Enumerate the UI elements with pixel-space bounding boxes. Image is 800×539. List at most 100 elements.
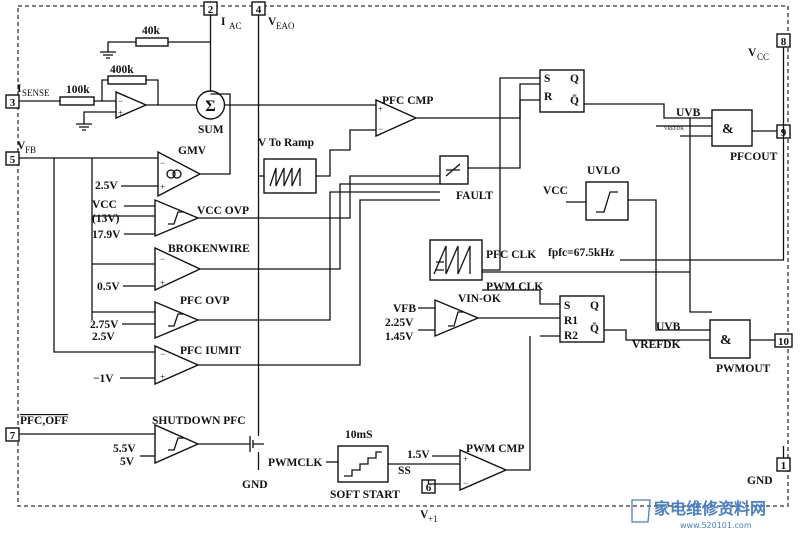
- svg-text:100k: 100k: [66, 84, 90, 96]
- svg-text:−: −: [160, 349, 165, 359]
- brokenwire-comparator: − + BROKENWIRE 0.5V: [97, 183, 440, 293]
- svg-text:CC: CC: [757, 52, 769, 62]
- svg-text:400k: 400k: [110, 64, 134, 76]
- svg-text:1.5V: 1.5V: [407, 449, 430, 461]
- svg-text:&: &: [722, 122, 734, 137]
- svg-text:−: −: [160, 254, 165, 264]
- svg-text:−: −: [118, 96, 123, 106]
- svg-text:+: +: [118, 108, 123, 118]
- svg-text:Q: Q: [570, 73, 579, 85]
- svg-text:PFC,OFF: PFC,OFF: [20, 415, 68, 427]
- svg-text:PWM CLK: PWM CLK: [486, 281, 543, 293]
- svg-text:AC: AC: [229, 21, 242, 31]
- pin-7: 7 PFC,OFF: [5, 415, 68, 442]
- svg-text:(13V): (13V): [92, 213, 120, 225]
- svg-text:GMV: GMV: [178, 145, 207, 157]
- pin-8: 8 V CC: [748, 33, 791, 62]
- shutdown-pfc-comparator: SHUTDOWN PFC 5.5V 5V GND: [19, 415, 268, 491]
- vcc-rail: [620, 47, 785, 261]
- svg-text:+: +: [160, 182, 165, 192]
- resistor-100k: [59, 96, 95, 106]
- svg-text:2: 2: [208, 4, 214, 16]
- svg-text:VCC OVP: VCC OVP: [197, 205, 249, 217]
- svg-text:VIN-OK: VIN-OK: [458, 293, 501, 305]
- pfc-ilimit-comparator: − + PFC IUMIT −1V: [93, 199, 440, 386]
- svg-text:Q̄: Q̄: [570, 94, 579, 107]
- vcc-ovp-comparator: VCC OVP VCC (13V) 17.9V: [92, 175, 440, 241]
- pwm-cmp: + − PWM CMP 1.5V: [407, 336, 531, 492]
- svg-text:FB: FB: [25, 145, 36, 155]
- svg-text:SOFT START: SOFT START: [330, 489, 400, 501]
- svg-text:2.25V: 2.25V: [385, 317, 414, 329]
- pfc-latch: S R Q Q̄: [478, 69, 712, 271]
- svg-text:PFC IUMIT: PFC IUMIT: [180, 345, 241, 357]
- svg-text:fpfc=67.5kHz: fpfc=67.5kHz: [548, 247, 614, 259]
- svg-text:PFCOUT: PFCOUT: [730, 151, 778, 163]
- svg-text:−: −: [378, 124, 383, 134]
- pin-5: 5 V FB: [5, 140, 36, 166]
- svg-text:10mS: 10mS: [345, 429, 372, 441]
- svg-text:S: S: [564, 300, 570, 312]
- svg-text:PWMCLK: PWMCLK: [268, 457, 322, 469]
- pwm-latch: S R1 R2 Q Q̄: [482, 289, 712, 343]
- svg-text:40k: 40k: [142, 25, 161, 37]
- svg-text:VREFDK: VREFDK: [664, 127, 684, 132]
- svg-text:−1V: −1V: [93, 373, 114, 385]
- uvlo-block: UVLO VCC: [543, 125, 712, 331]
- svg-text:+: +: [463, 454, 468, 464]
- svg-text:17.9V: 17.9V: [92, 229, 121, 241]
- svg-text:2.75V: 2.75V: [90, 319, 119, 331]
- svg-text:GND: GND: [747, 475, 773, 487]
- svg-text:I: I: [221, 16, 226, 28]
- svg-text:V: V: [17, 140, 26, 152]
- svg-text:PWM CMP: PWM CMP: [466, 443, 524, 455]
- svg-text:S: S: [544, 73, 550, 85]
- svg-text:5.5V: 5.5V: [113, 443, 136, 455]
- svg-text:BROKENWIRE: BROKENWIRE: [168, 243, 250, 255]
- svg-text:−: −: [463, 478, 468, 488]
- svg-text:PFC CLK: PFC CLK: [486, 249, 536, 261]
- fault-block: FAULT: [439, 99, 540, 202]
- svg-text:−: −: [160, 158, 165, 168]
- svg-text:V: V: [268, 16, 277, 28]
- svg-text:2.5V: 2.5V: [95, 180, 118, 192]
- svg-text:GND: GND: [242, 479, 268, 491]
- pin-1: 1 GND: [747, 457, 791, 487]
- ground-icon: [100, 51, 116, 59]
- svg-text:家电维修资料网: 家电维修资料网: [654, 499, 766, 518]
- pwmout-and-gate: & UVB VREFDK: [632, 319, 775, 359]
- ground-icon: [76, 123, 92, 131]
- pin-3: 3 I SENSE: [5, 83, 50, 109]
- svg-text:+: +: [160, 372, 165, 382]
- shutdown-transistor: [249, 436, 264, 452]
- svg-text:UVB: UVB: [676, 107, 701, 119]
- resistor-40k: [135, 37, 169, 47]
- pin-10: 10 PWMOUT: [716, 333, 793, 375]
- svg-text:V: V: [420, 509, 429, 521]
- svg-text:Σ: Σ: [205, 98, 215, 115]
- svg-text:VREFDK: VREFDK: [632, 339, 681, 351]
- resistor-400k: [107, 75, 147, 85]
- svg-text:Q: Q: [590, 300, 599, 312]
- svg-text:10: 10: [778, 336, 790, 348]
- svg-text:Q̄: Q̄: [590, 322, 599, 335]
- svg-text:2.5V: 2.5V: [92, 331, 115, 343]
- svg-text:SHUTDOWN PFC: SHUTDOWN PFC: [152, 415, 246, 427]
- svg-text:&: &: [720, 333, 732, 348]
- svg-text:R: R: [544, 91, 553, 103]
- svg-text:1.45V: 1.45V: [385, 331, 414, 343]
- pfc-ovp-comparator: PFC OVP 2.75V 2.5V: [90, 191, 440, 343]
- svg-text:VCC: VCC: [543, 185, 568, 197]
- svg-text:5: 5: [10, 154, 16, 166]
- svg-text:7: 7: [10, 430, 16, 442]
- pfc-clk-oscillator: PFC CLK fpfc=67.5kHz PWM CLK: [429, 118, 712, 313]
- svg-text:PFC OVP: PFC OVP: [180, 295, 230, 307]
- gmv-amplifier: − + GMV 2.5V: [95, 93, 231, 198]
- svg-text:UVB: UVB: [656, 321, 681, 333]
- svg-text:4: 4: [256, 4, 262, 16]
- svg-text:0.5V: 0.5V: [97, 281, 120, 293]
- pfcout-and-gate: & UVB VREFDK: [664, 107, 777, 147]
- svg-text:8: 8: [781, 36, 787, 48]
- svg-text:+: +: [378, 104, 383, 114]
